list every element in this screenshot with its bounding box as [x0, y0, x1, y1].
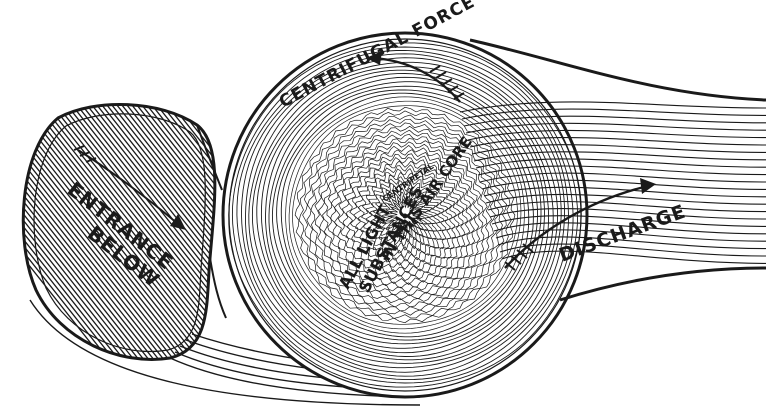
- outlet-bottom-wall: [560, 268, 766, 300]
